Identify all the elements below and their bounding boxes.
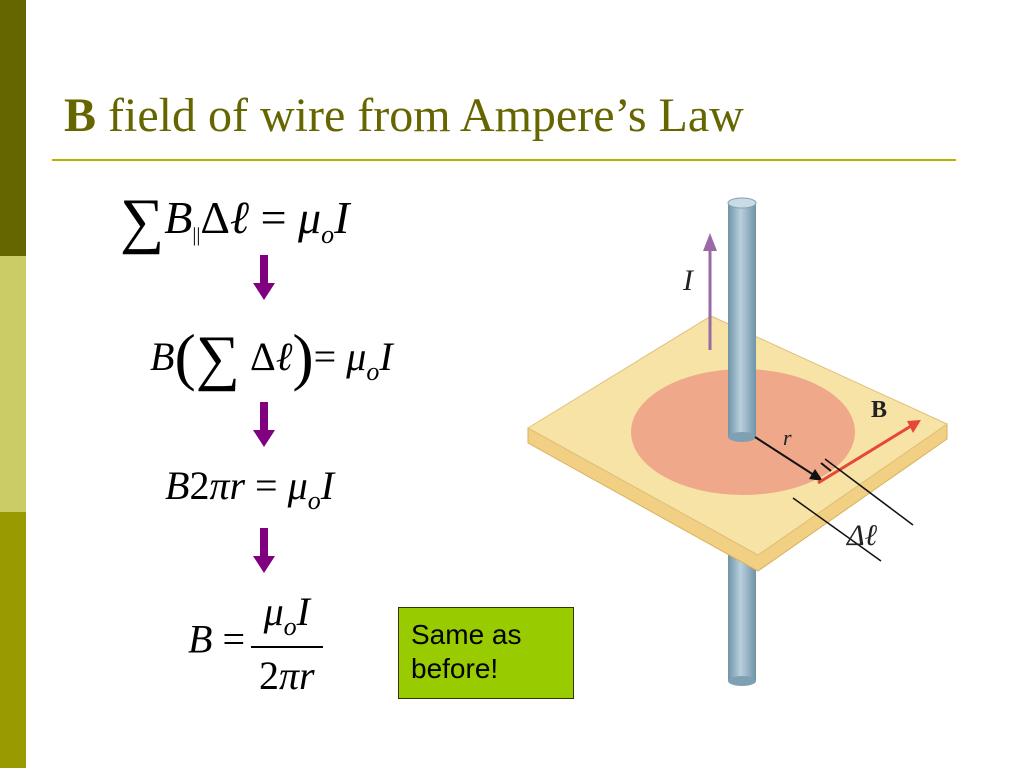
delta-length-markers [792, 458, 914, 562]
field-vector-icon [817, 420, 921, 485]
note-line-2: before! [411, 653, 499, 684]
wire-upper-segment [727, 197, 757, 442]
down-arrow-icon [253, 402, 275, 447]
label-current: I [682, 264, 695, 297]
equation-sum-factored: B(∑ Δℓ)= μoI [150, 321, 393, 392]
down-arrow-icon [253, 528, 275, 573]
current-arrow-icon [703, 233, 717, 350]
title-rule [52, 159, 956, 161]
label-radius: r [783, 425, 792, 450]
note-callout: Same as before! [398, 607, 574, 699]
equation-amperes-law-sum: ∑B||Δℓ = μoI [120, 187, 350, 255]
wire-diagram: I r B Δℓ [527, 197, 949, 686]
radius-arrow-icon [754, 436, 823, 481]
sidebar-block-middle [0, 256, 26, 512]
note-line-1: Same as [411, 619, 522, 650]
down-arrow-icon [253, 255, 275, 300]
label-field: B [871, 397, 887, 423]
title-text: field of wire from Ampere’s Law [96, 89, 744, 142]
sidebar-block-bottom [0, 512, 26, 768]
label-delta-length: Δℓ [846, 519, 878, 552]
equation-circumference: B2πr = μoI [165, 463, 335, 515]
sidebar-block-top [0, 0, 26, 256]
title-bold-symbol: B [64, 89, 97, 142]
slide-title: B field of wire from Ampere’s Law [64, 88, 744, 143]
